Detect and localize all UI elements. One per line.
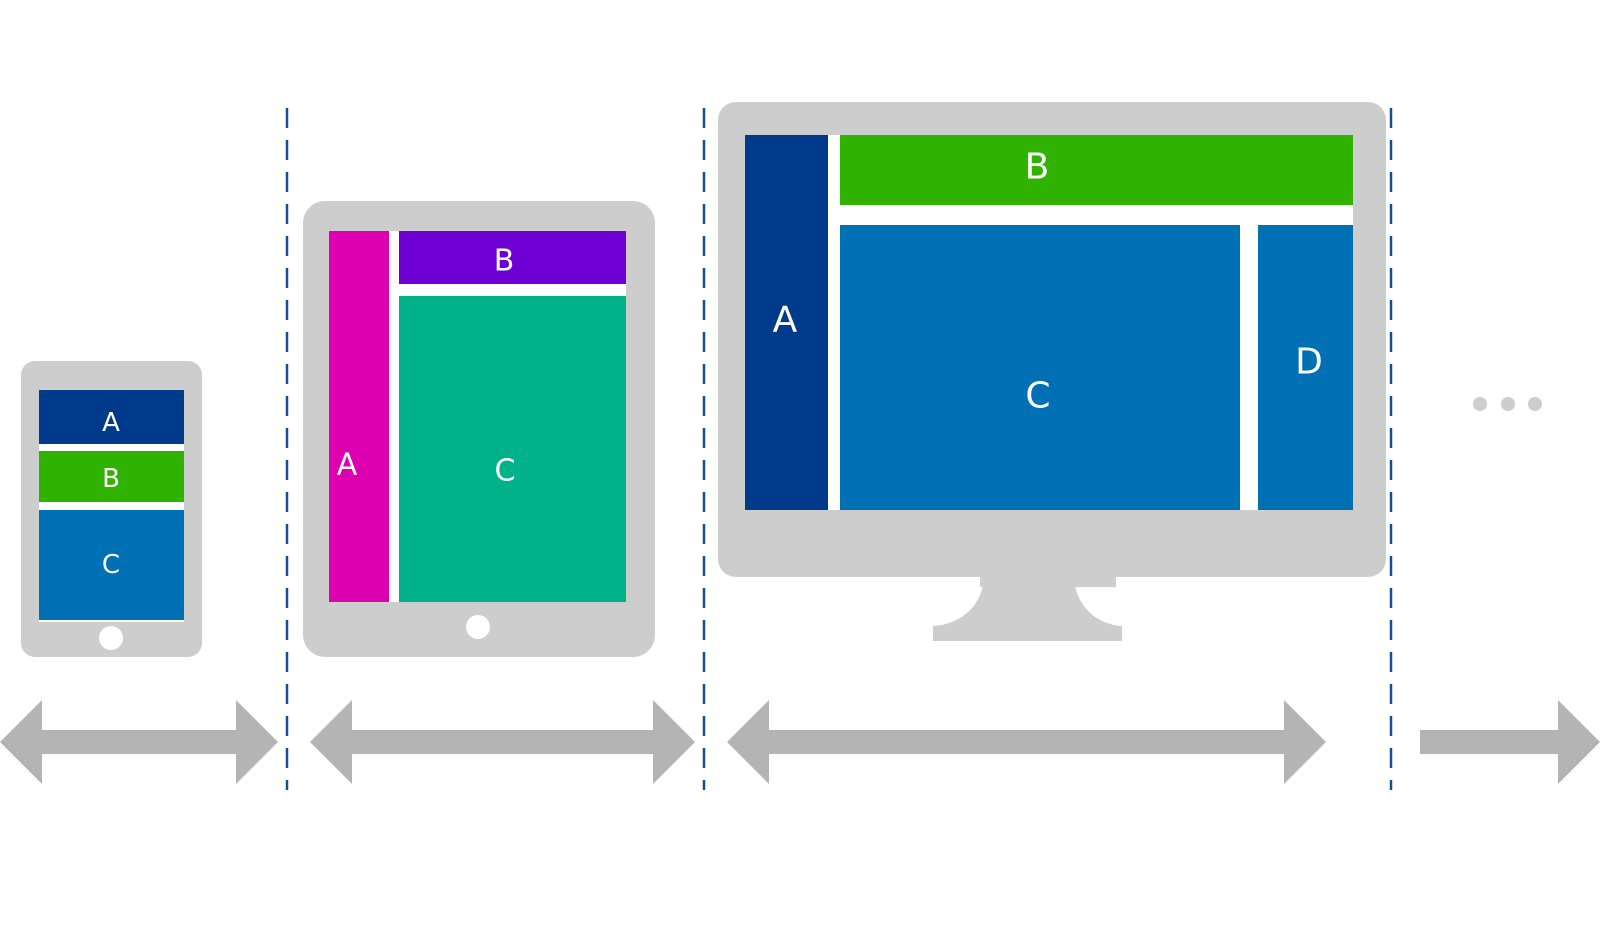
tablet-device: A B C <box>303 201 655 657</box>
tablet-label-c: C <box>495 454 516 489</box>
phone-label-a: A <box>102 408 120 438</box>
tablet-label-b: B <box>494 244 515 279</box>
phone-panel-c <box>39 510 184 620</box>
monitor-stand <box>933 577 1122 641</box>
phone-panel-a <box>39 390 184 444</box>
desktop-device: A B C D <box>718 102 1386 641</box>
phone-panel-b <box>39 451 184 502</box>
tablet-panel-b <box>399 231 626 284</box>
desktop-panel-a <box>745 135 828 510</box>
phone-label-c: C <box>102 550 120 580</box>
more-ellipsis-icon <box>1473 397 1542 411</box>
desktop-label-d: D <box>1295 342 1323 383</box>
desktop-panel-c <box>840 225 1240 510</box>
tablet-home-button-icon <box>466 615 490 639</box>
desktop-label-a: A <box>773 300 798 341</box>
monitor-neck <box>980 577 1116 587</box>
desktop-panel-b <box>840 135 1353 205</box>
tablet-panel-c <box>399 296 626 602</box>
larger-range-arrow-icon <box>1420 700 1600 784</box>
phone-home-button-icon <box>99 626 123 650</box>
phone-label-b: B <box>102 464 120 494</box>
desktop-label-c: C <box>1025 376 1050 417</box>
tablet-label-a: A <box>337 448 358 483</box>
desktop-panel-d <box>1258 225 1353 510</box>
desktop-range-arrow-icon <box>727 700 1326 784</box>
phone-device: A B C <box>21 361 202 657</box>
desktop-label-b: B <box>1025 147 1050 188</box>
tablet-range-arrow-icon <box>310 700 695 784</box>
tablet-panel-a <box>329 231 389 602</box>
phone-range-arrow-icon <box>0 700 278 784</box>
